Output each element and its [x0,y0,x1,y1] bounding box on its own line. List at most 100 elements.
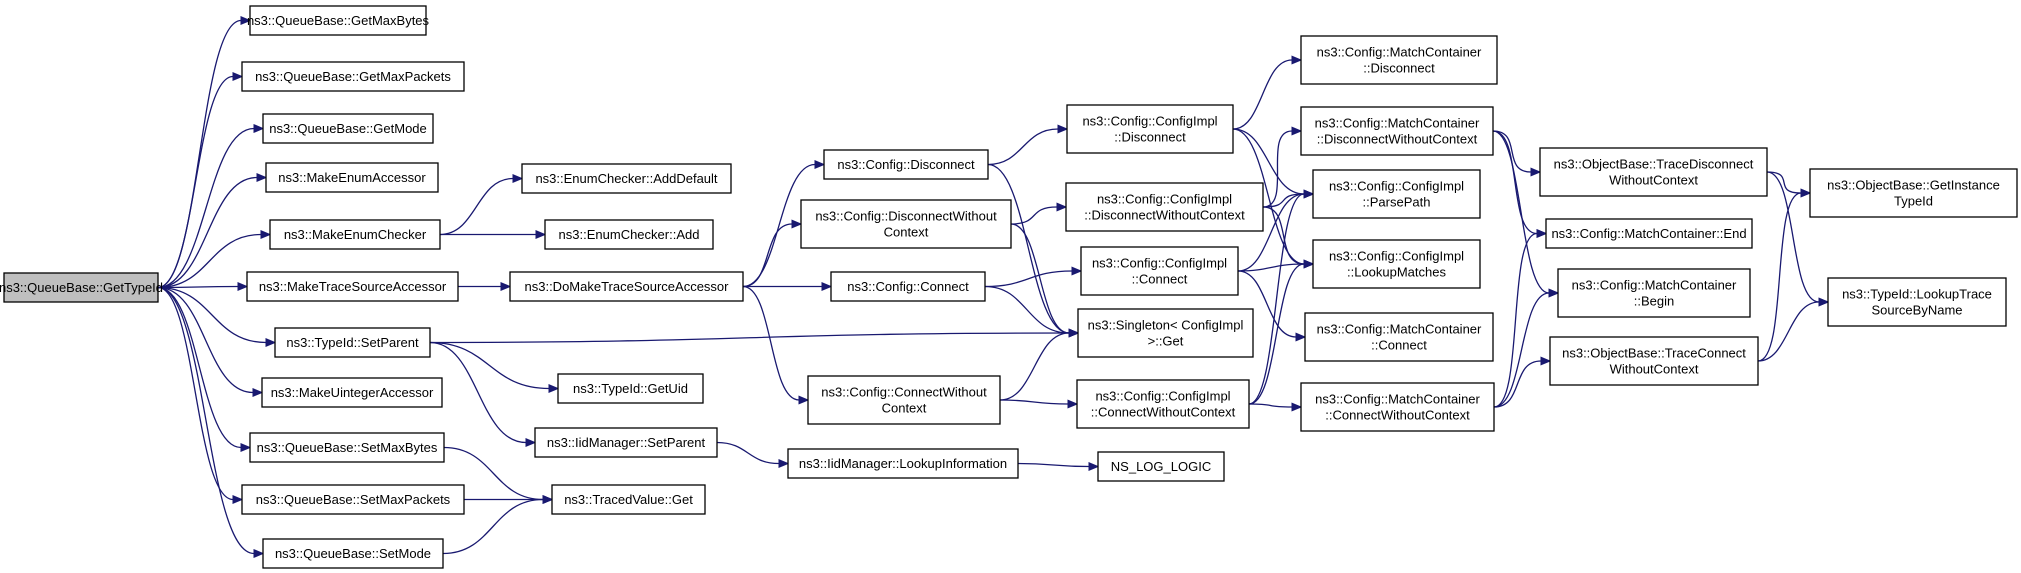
node-box [787,448,1019,479]
function-node[interactable]: ns3::QueueBase::GetMaxPackets [241,61,465,92]
edge-line [999,332,1070,401]
edge-line [1010,223,1070,334]
node-label: ns3::EnumChecker::Add [559,227,700,242]
node-label: ns3::QueueBase::GetMaxBytes [247,13,430,28]
arrowhead-icon [1291,126,1303,136]
function-node[interactable]: ns3::Config::ConfigImpl::Disconnect [1066,104,1234,154]
node-box [241,61,465,92]
node-box [521,163,732,194]
function-node[interactable]: ns3::Singleton< ConfigImpl >::Get [1077,308,1254,358]
root-function-node[interactable]: ns3::QueueBase::GetTypeId [0,272,163,303]
function-node[interactable]: ns3::IidManager::SetParent [534,427,718,458]
function-node[interactable]: ns3::MakeEnumAccessor [265,162,439,193]
edge-line [157,286,267,344]
node-label: WithoutContext [1609,173,1698,188]
node-label: WithoutContext [1610,362,1699,377]
function-node[interactable]: ns3::Config::MatchContainer::End [1545,218,1753,249]
edge-line [157,233,262,289]
function-node[interactable]: ns3::TypeId::GetUid [557,373,704,404]
call-edge [1262,126,1303,208]
node-label: ns3::Config::Disconnect [837,157,975,172]
function-node[interactable]: ns3::Config::ConfigImpl::Connect [1080,246,1239,296]
function-node[interactable]: ns3::Config::MatchContainer::Disconnect [1300,35,1498,85]
call-edge [157,286,277,348]
call-edge [987,124,1069,166]
edge-line [157,176,258,289]
node-box [1300,382,1495,432]
call-edge [457,281,512,292]
edge-line [442,498,544,555]
function-node[interactable]: ns3::Config::ConfigImpl::ConnectWithoutC… [1076,379,1250,429]
node-label: ns3::Config::Connect [847,279,969,294]
node-box [1545,218,1753,249]
function-node[interactable]: ns3::TypeId::SetParent [274,327,431,358]
function-node[interactable]: ns3::Config::MatchContainer::Begin [1557,268,1751,318]
function-node[interactable]: ns3::QueueBase::GetMode [262,113,434,144]
edge-line [157,286,242,449]
function-node[interactable]: ns3::Config::Disconnect [823,149,989,180]
call-edge [999,399,1079,409]
node-label: ns3::QueueBase::GetMode [269,121,427,136]
function-node[interactable]: ns3::Config::ConfigImpl::LookupMatches [1312,239,1481,289]
function-node[interactable]: ns3::QueueBase::SetMode [262,538,444,569]
edge-line [1248,263,1305,405]
arrowhead-icon [500,281,512,292]
function-node[interactable]: ns3::Config::ConfigImpl::ParsePath [1312,169,1481,219]
function-node[interactable]: ns3::ObjectBase::TraceDisconnectWithoutC… [1539,147,1768,197]
call-edge [742,219,803,288]
call-edge [157,229,272,289]
node-box [274,327,431,358]
function-node[interactable]: ns3::Config::MatchContainer::ConnectWith… [1300,382,1495,432]
node-label: ns3::Config::MatchContainer [1572,278,1737,293]
call-edge [1010,202,1068,225]
function-node[interactable]: ns3::Config::ConfigImpl::DisconnectWitho… [1065,182,1264,232]
edge-line [987,128,1059,166]
node-label: ns3::MakeEnumAccessor [278,170,426,185]
arrowhead-icon [1303,189,1315,199]
call-edges [157,15,1830,559]
node-box [249,432,445,463]
function-node[interactable]: ns3::Config::MatchContainer::Connect [1304,312,1494,362]
node-box [800,199,1012,249]
call-edge [742,285,810,405]
call-edge [1237,270,1307,342]
edge-line [984,285,1070,334]
call-edge [716,441,790,469]
arrowhead-icon [542,494,554,505]
function-node[interactable]: ns3::DoMakeTraceSourceAccessor [509,271,744,302]
arrowhead-icon [1291,402,1303,412]
function-node[interactable]: ns3::QueueBase::SetMaxBytes [249,432,445,463]
function-node[interactable]: ns3::Config::MatchContainer::DisconnectW… [1300,106,1494,156]
function-node[interactable]: ns3::EnumChecker::Add [544,219,714,250]
arrowhead-icon [1530,167,1542,177]
call-edge [1017,461,1100,472]
node-box [1312,239,1481,289]
function-node[interactable]: ns3::Config::ConnectWithoutContext [807,375,1001,425]
function-node[interactable]: NS_LOG_LOGIC [1097,451,1225,482]
call-edge [157,281,249,292]
function-node[interactable]: ns3::QueueBase::SetMaxPackets [241,484,465,515]
call-edge [1492,130,1542,177]
call-edge [157,123,265,289]
function-node[interactable]: ns3::MakeEnumChecker [269,219,441,250]
function-node[interactable]: ns3::TracedValue::Get [551,484,706,515]
function-node[interactable]: ns3::ObjectBase::TraceConnectWithoutCont… [1549,336,1759,386]
node-box [551,484,706,515]
function-node[interactable]: ns3::MakeUintegerAccessor [261,377,443,408]
function-node[interactable]: ns3::EnumChecker::AddDefault [521,163,732,194]
function-node[interactable]: ns3::IidManager::LookupInformation [787,448,1019,479]
node-box [1827,277,2007,327]
node-label: ns3::Config::ConnectWithout [821,385,987,400]
edge-line [1757,301,1820,362]
call-edge [1248,189,1315,405]
arrowhead-icon [525,437,537,448]
node-label: ::Connect [1132,272,1188,287]
node-label: ns3::QueueBase::GetMaxPackets [255,69,451,84]
function-node[interactable]: ns3::Config::DisconnectWithoutContext [800,199,1012,249]
function-node[interactable]: ns3::QueueBase::GetMaxBytes [247,5,430,36]
function-node[interactable]: ns3::MakeTraceSourceAccessor [246,271,459,302]
function-node[interactable]: ns3::Config::Connect [830,271,986,302]
arrowhead-icon [240,442,252,453]
